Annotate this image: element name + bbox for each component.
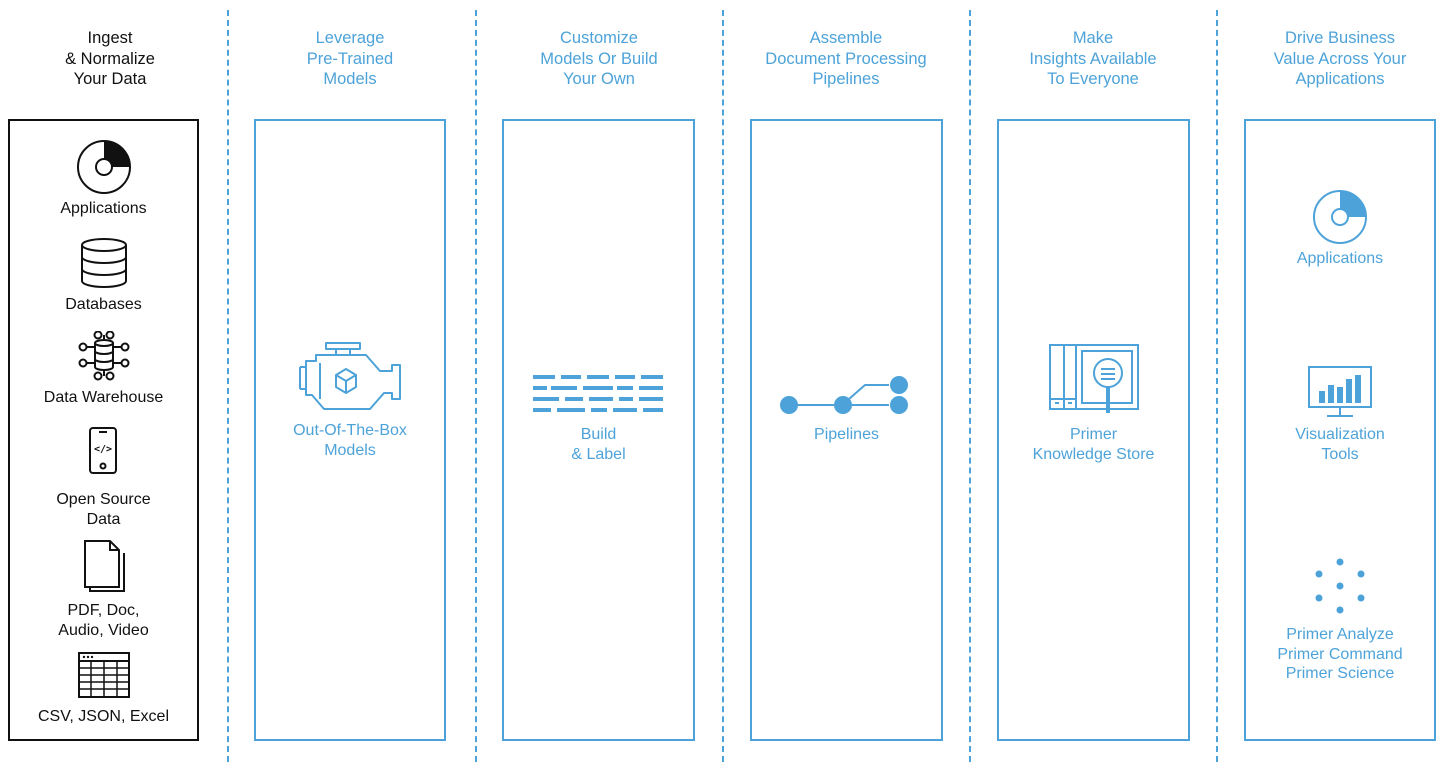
column-title-insights: Make Insights Available To Everyone <box>1029 29 1157 88</box>
source-databases: Databases <box>10 237 197 315</box>
knowledge-label: Primer Knowledge Store <box>1032 426 1155 463</box>
source-label: Databases <box>65 296 142 313</box>
source-label: Data Warehouse <box>43 389 164 406</box>
column-divider <box>722 10 724 762</box>
source-applications: Applications <box>10 139 197 219</box>
output-label: Primer Analyze Primer Command Primer Sci… <box>1277 626 1403 682</box>
models-panel: Out-Of-The-Box Models <box>254 119 446 741</box>
data-sources-panel: Applications Databases <box>8 119 199 741</box>
build-label: Build & Label <box>571 426 626 463</box>
output-primer-products: Primer Analyze Primer Command Primer Sci… <box>1246 557 1434 684</box>
column-title-drive-value: Drive Business Value Across Your Applica… <box>1273 29 1407 88</box>
source-label: PDF, Doc, Audio, Video <box>58 602 149 639</box>
build-panel: Build & Label <box>502 119 695 741</box>
source-csv-json-excel: CSV, JSON, Excel <box>10 651 197 727</box>
svg-text:</>: </> <box>93 444 111 455</box>
knowledge-store-icon <box>1048 344 1139 413</box>
source-open-source-data: </> Open Source Data <box>10 426 197 529</box>
source-label: Applications <box>60 200 147 217</box>
model-label: Out-Of-The-Box Models <box>293 422 407 459</box>
column-divider <box>227 10 229 762</box>
column-divider <box>475 10 477 762</box>
bar-chart-monitor-icon <box>1308 366 1372 417</box>
engine-icon <box>299 342 401 410</box>
donut-chart-icon <box>1313 190 1367 244</box>
column-divider <box>969 10 971 762</box>
output-label: Visualization Tools <box>1295 426 1385 463</box>
build-and-label: Build & Label <box>504 375 693 464</box>
source-documents: PDF, Doc, Audio, Video <box>10 539 197 640</box>
spreadsheet-icon <box>77 652 130 698</box>
donut-chart-icon <box>76 140 131 194</box>
pipelines-panel: Pipelines <box>750 119 943 741</box>
source-label: CSV, JSON, Excel <box>37 708 169 725</box>
database-icon <box>80 238 127 288</box>
column-title-ingest: Ingest & Normalize Your Data <box>65 29 155 88</box>
label-lines-icon <box>532 375 663 412</box>
mobile-code-icon: </> <box>88 427 117 474</box>
source-label: Open Source Data <box>56 491 151 528</box>
column-title-leverage: Leverage Pre-Trained Models <box>306 29 394 88</box>
pipelines: Pipelines <box>752 375 941 445</box>
document-stack-icon <box>83 540 125 592</box>
output-applications: Applications <box>1246 189 1434 269</box>
output-label: Applications <box>1296 250 1384 267</box>
knowledge-panel: Primer Knowledge Store <box>997 119 1190 741</box>
outputs-panel: Applications Visualization Tools <box>1244 119 1436 741</box>
output-visualization-tools: Visualization Tools <box>1246 365 1434 464</box>
column-title-assemble: Assemble Document Processing Pipelines <box>765 29 927 88</box>
source-data-warehouse: Data Warehouse <box>10 331 197 408</box>
pipeline-icon <box>779 376 908 414</box>
column-title-customize: Customize Models Or Build Your Own <box>540 29 658 88</box>
dot-circle-icon <box>1315 558 1365 614</box>
pipelines-label: Pipelines <box>814 426 879 443</box>
column-divider <box>1216 10 1218 762</box>
primer-knowledge-store: Primer Knowledge Store <box>999 343 1188 464</box>
data-warehouse-icon <box>78 331 129 381</box>
out-of-the-box-models: Out-Of-The-Box Models <box>256 339 444 460</box>
